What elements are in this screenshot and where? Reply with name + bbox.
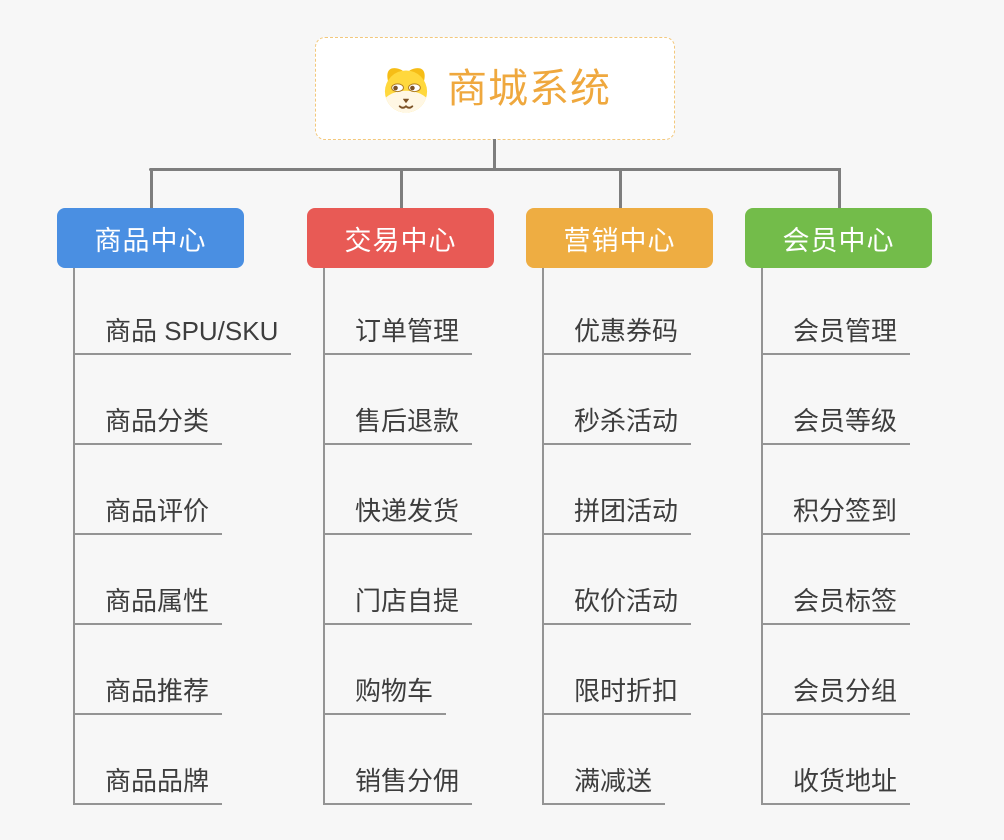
leaf-node[interactable]: 秒杀活动 — [542, 399, 692, 445]
dog-face-icon — [379, 62, 433, 116]
branch-header[interactable]: 营销中心 — [526, 208, 713, 268]
leaf-node[interactable]: 会员标签 — [761, 579, 911, 625]
branch-trunk — [761, 268, 763, 805]
leaf-node[interactable]: 门店自提 — [323, 579, 473, 625]
connector-drop — [149, 168, 153, 208]
branch-header[interactable]: 交易中心 — [307, 208, 494, 268]
leaf-node[interactable]: 快递发货 — [323, 489, 473, 535]
leaf-node[interactable]: 商品分类 — [73, 399, 223, 445]
leaf-node[interactable]: 订单管理 — [323, 309, 473, 355]
leaf-node[interactable]: 收货地址 — [761, 759, 911, 805]
leaf-node[interactable]: 购物车 — [323, 669, 447, 715]
leaf-node[interactable]: 商品品牌 — [73, 759, 223, 805]
connector-drop — [837, 168, 841, 208]
leaf-node[interactable]: 会员分组 — [761, 669, 911, 715]
connector-stem — [493, 139, 496, 171]
leaf-node[interactable]: 会员等级 — [761, 399, 911, 445]
branch-header[interactable]: 会员中心 — [745, 208, 932, 268]
branch-trunk — [542, 268, 544, 805]
leaf-node[interactable]: 拼团活动 — [542, 489, 692, 535]
leaf-node[interactable]: 会员管理 — [761, 309, 911, 355]
branch-header[interactable]: 商品中心 — [57, 208, 244, 268]
connector-bus — [149, 168, 840, 171]
branch-trunk — [323, 268, 325, 805]
leaf-node[interactable]: 销售分佣 — [323, 759, 473, 805]
leaf-node[interactable]: 售后退款 — [323, 399, 473, 445]
root-title: 商城系统 — [447, 66, 611, 111]
leaf-node[interactable]: 积分签到 — [761, 489, 911, 535]
connector-drop — [618, 168, 622, 208]
leaf-node[interactable]: 砍价活动 — [542, 579, 692, 625]
leaf-node[interactable]: 商品评价 — [73, 489, 223, 535]
leaf-node[interactable]: 满减送 — [542, 759, 666, 805]
branch-trunk — [73, 268, 75, 805]
leaf-node[interactable]: 商品属性 — [73, 579, 223, 625]
leaf-node[interactable]: 商品推荐 — [73, 669, 223, 715]
root-node[interactable]: 商城系统 — [315, 37, 675, 140]
leaf-node[interactable]: 限时折扣 — [542, 669, 692, 715]
leaf-node[interactable]: 商品 SPU/SKU — [73, 309, 292, 355]
leaf-node[interactable]: 优惠券码 — [542, 309, 692, 355]
connector-drop — [399, 168, 403, 208]
